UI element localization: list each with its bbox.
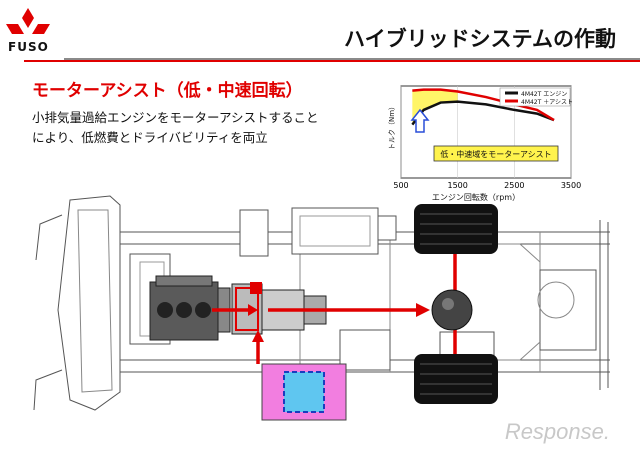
section-description: 小排気量過給エンジンをモーターアシストすること により、低燃費とドライバビリティ… xyxy=(32,108,319,148)
header-divider-grey xyxy=(64,58,640,60)
page-title: ハイブリッドシステムの作動 xyxy=(344,27,616,51)
watermark: Response. xyxy=(504,419,610,444)
mitsubishi-logo xyxy=(6,8,50,34)
description-line: により、低燃費とドライバビリティを両立 xyxy=(32,130,268,145)
header-divider-red xyxy=(24,60,640,62)
section-heading: モーターアシスト（低・中速回転） xyxy=(32,81,303,101)
description-line: 小排気量過給エンジンをモーターアシストすること xyxy=(32,110,319,125)
engine-block xyxy=(149,275,231,341)
rear-wheels xyxy=(414,204,498,404)
battery-pack xyxy=(261,363,347,421)
differential xyxy=(431,289,473,331)
motor-transmission xyxy=(231,282,327,335)
brand-name: FUSO xyxy=(8,40,49,54)
